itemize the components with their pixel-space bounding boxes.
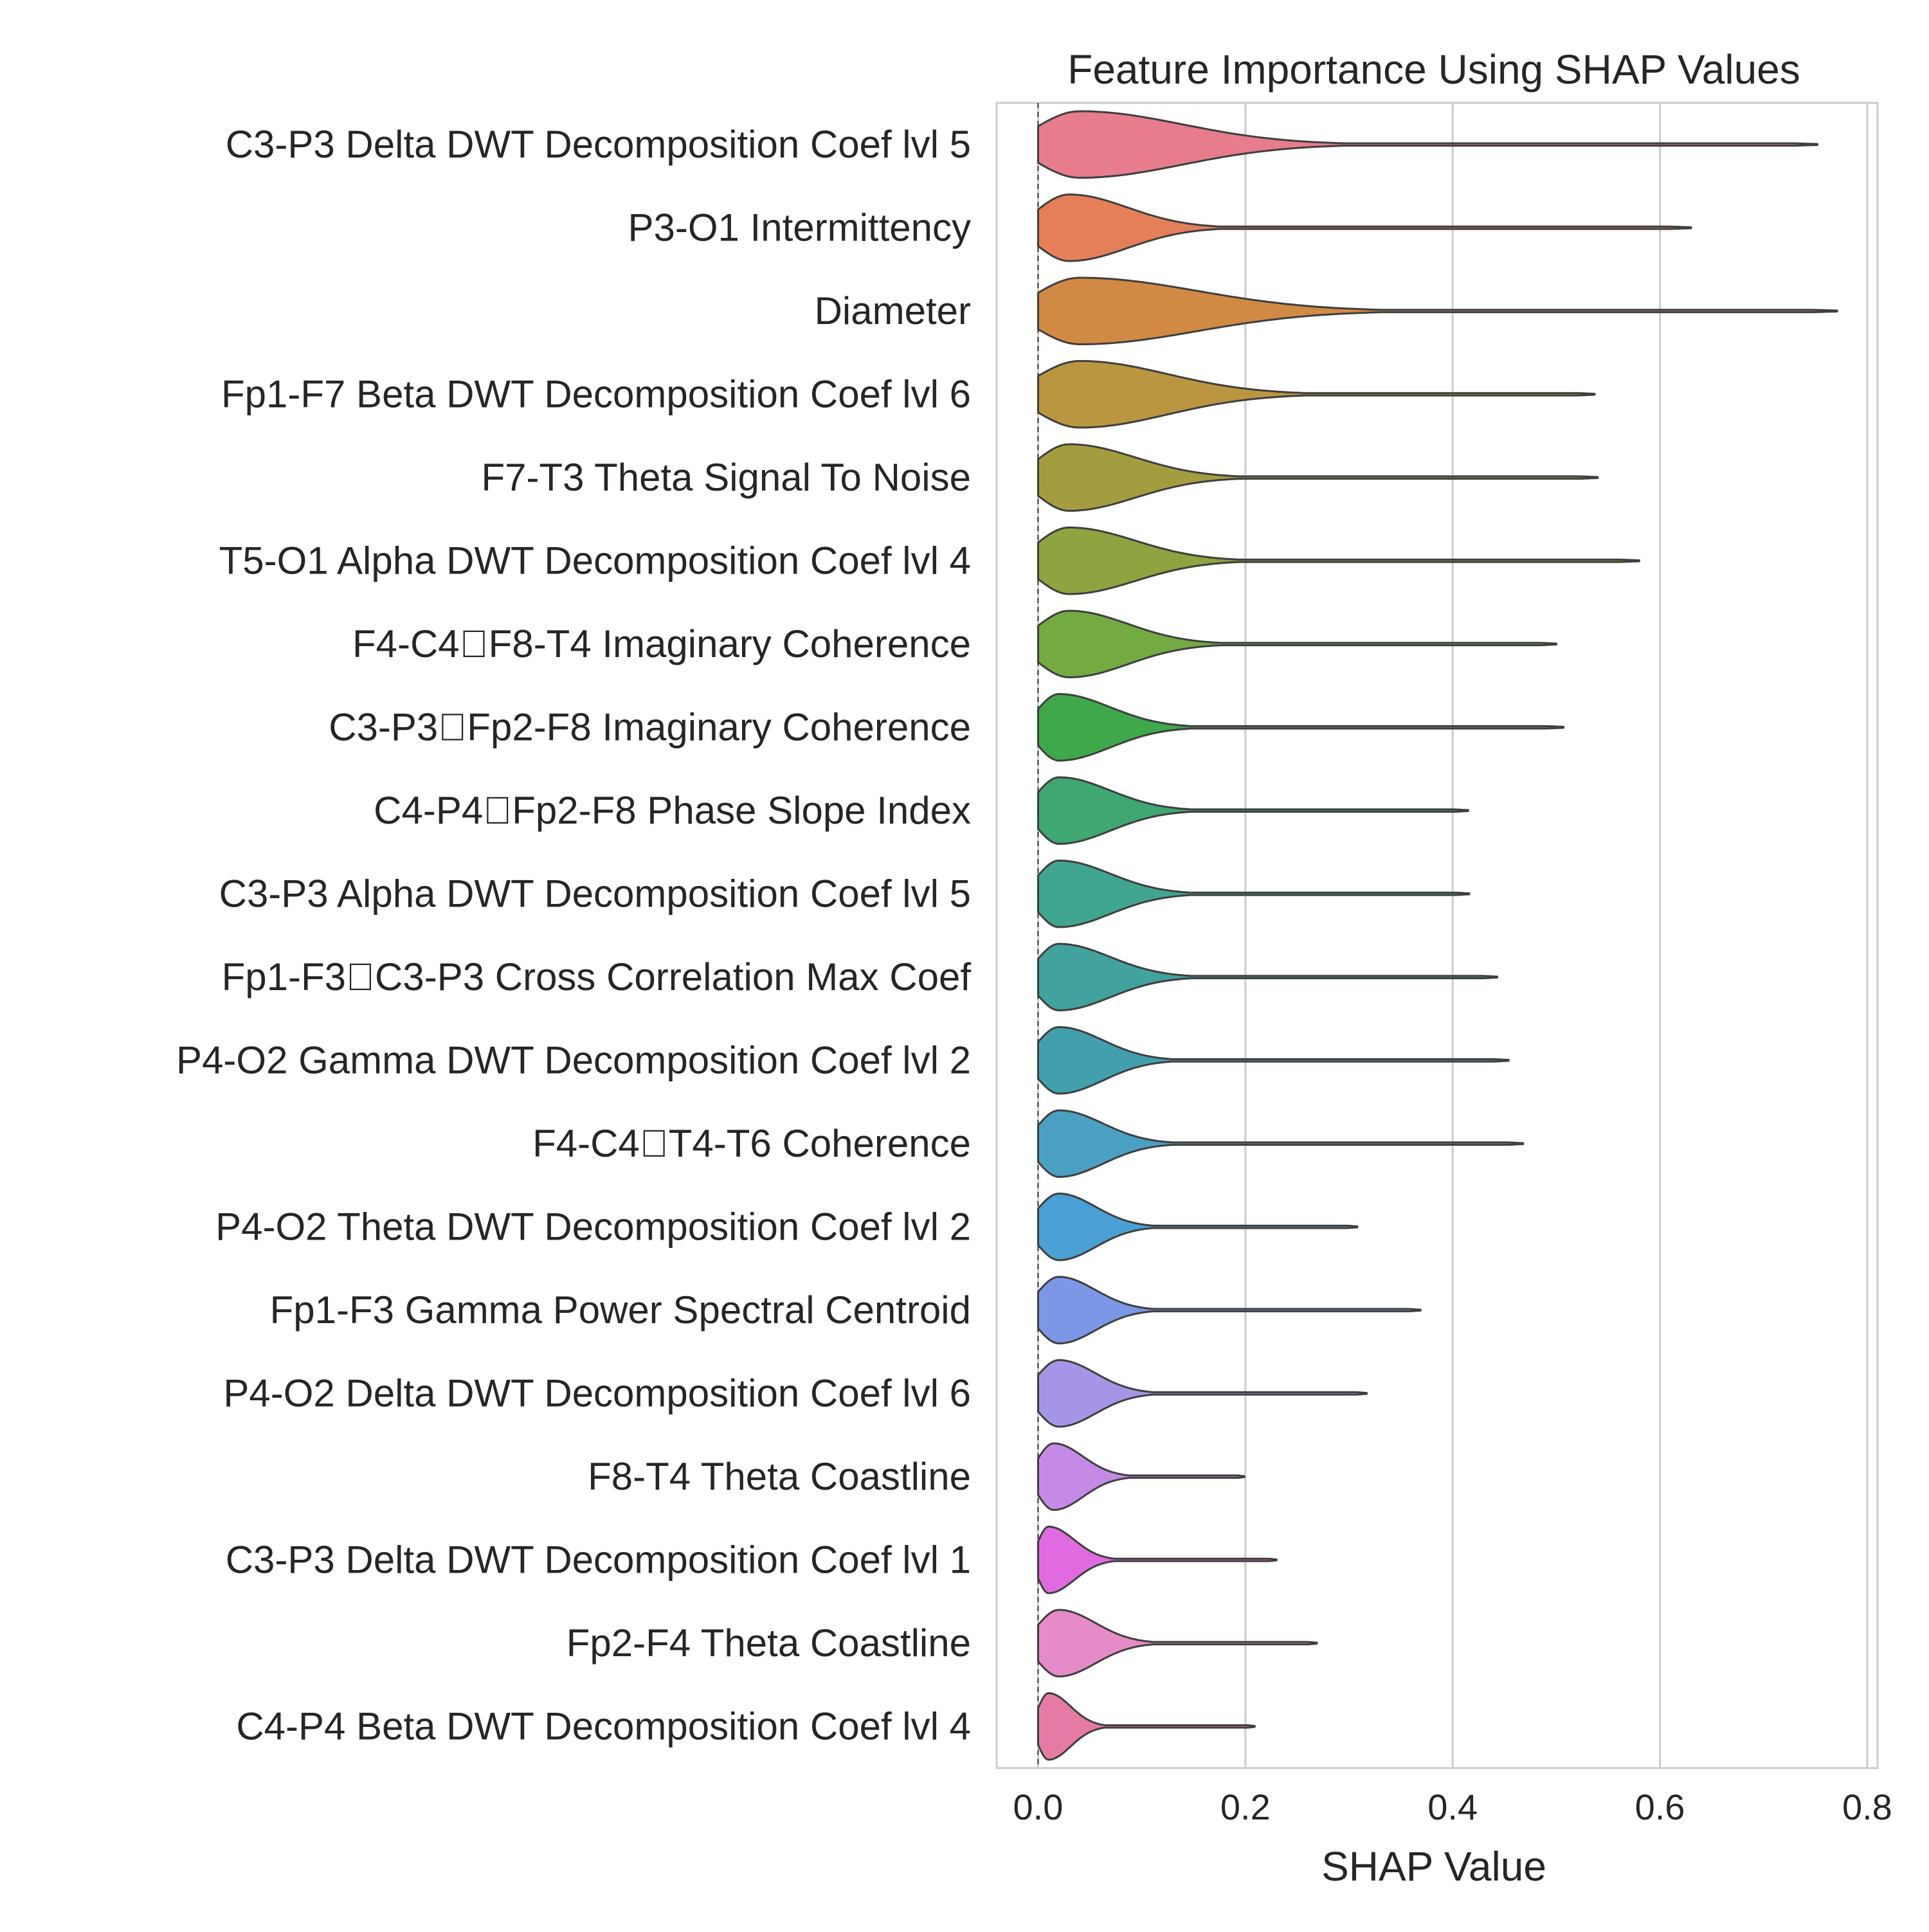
- chart-title: Feature Importance Using SHAP Values: [1067, 46, 1800, 93]
- plot-frame: [995, 102, 1879, 1769]
- violin-2: [1037, 194, 1692, 262]
- violins: [1037, 110, 1838, 1761]
- violin-20: [1037, 1692, 1256, 1761]
- y-tick-labels: C3-P3 Delta DWT Decomposition Coef lvl 5…: [176, 123, 971, 1748]
- y-tick-label: P4-O2 Theta DWT Decomposition Coef lvl 2: [215, 1205, 971, 1248]
- violin-15: [1037, 1276, 1422, 1344]
- violin-14: [1037, 1193, 1359, 1261]
- y-tick-label: C4-P4 Fp2-F8 Phase Slope Index: [374, 789, 971, 832]
- y-tick-label: C3-P3 Delta DWT Decomposition Coef lvl 1: [226, 1538, 971, 1581]
- x-tick-labels: 0.0 0.2 0.4 0.6 0.8: [1013, 1787, 1892, 1827]
- y-tick-label: P4-O2 Delta DWT Decomposition Coef lvl 6: [223, 1371, 971, 1414]
- violin-1: [1037, 110, 1818, 179]
- violin-16: [1037, 1359, 1368, 1428]
- x-axis-label: SHAP Value: [1321, 1843, 1546, 1890]
- x-tick-label: 0.6: [1635, 1787, 1685, 1827]
- y-tick-label: F8-T4 Theta Coastline: [588, 1455, 971, 1498]
- violin-7: [1037, 609, 1557, 678]
- y-tick-label: F4-C4 T4-T6 Coherence: [532, 1122, 971, 1165]
- violin-17: [1037, 1442, 1245, 1511]
- violin-10: [1037, 860, 1471, 928]
- violin-13: [1037, 1109, 1525, 1178]
- y-tick-label: C3-P3 Delta DWT Decomposition Coef lvl 5: [226, 123, 971, 166]
- y-tick-label: F7-T3 Theta Signal To Noise: [481, 456, 971, 499]
- violin-8: [1037, 693, 1565, 762]
- violin-6: [1037, 527, 1640, 595]
- violin-9: [1037, 776, 1469, 845]
- y-tick-label: Fp1-F3 Gamma Power Spectral Centroid: [270, 1288, 971, 1332]
- y-tick-label: C3-P3 Fp2-F8 Imaginary Coherence: [329, 705, 971, 748]
- y-tick-label: T5-O1 Alpha DWT Decomposition Coef lvl 4: [219, 539, 971, 582]
- y-tick-label: F4-C4 F8-T4 Imaginary Coherence: [352, 622, 971, 665]
- x-tick-label: 0.2: [1220, 1787, 1271, 1827]
- plot-background: [997, 103, 1878, 1768]
- y-tick-label: P4-O2 Gamma DWT Decomposition Coef lvl 2: [176, 1038, 971, 1081]
- y-tick-label: P3-O1 Intermittency: [628, 206, 971, 249]
- y-tick-label: C4-P4 Beta DWT Decomposition Coef lvl 4: [236, 1704, 971, 1747]
- violin-5: [1037, 443, 1599, 512]
- y-tick-label: Fp1-F3 C3-P3 Cross Correlation Max Coef: [222, 955, 972, 998]
- violin-3: [1037, 276, 1838, 345]
- y-tick-label: C3-P3 Alpha DWT Decomposition Coef lvl 5: [219, 872, 971, 915]
- x-tick-label: 0.0: [1013, 1787, 1064, 1827]
- violin-12: [1037, 1026, 1510, 1095]
- violin-18: [1037, 1526, 1278, 1594]
- y-tick-label: Diameter: [815, 289, 971, 332]
- y-tick-label: Fp2-F4 Theta Coastline: [566, 1621, 971, 1665]
- x-tick-label: 0.4: [1427, 1787, 1478, 1827]
- violin-4: [1037, 360, 1596, 429]
- violin-11: [1037, 943, 1498, 1011]
- x-tick-label: 0.8: [1842, 1787, 1892, 1827]
- violin-19: [1037, 1609, 1318, 1677]
- y-tick-label: Fp1-F7 Beta DWT Decomposition Coef lvl 6: [221, 372, 971, 415]
